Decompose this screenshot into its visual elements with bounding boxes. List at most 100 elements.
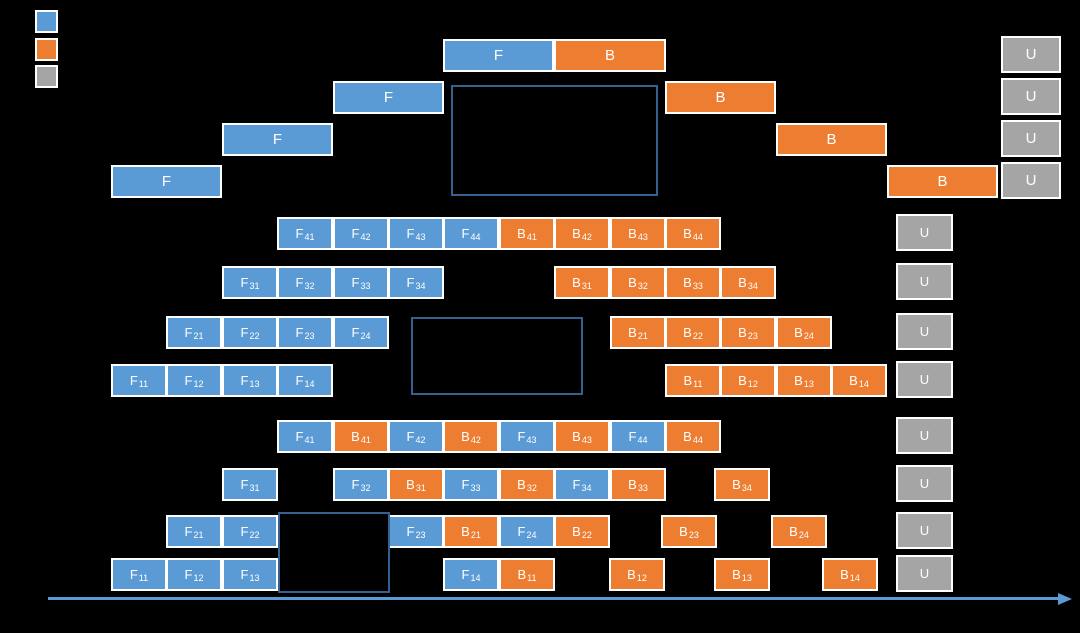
block-f-forward: F (222, 123, 333, 156)
block-label-subscript: 41 (526, 232, 537, 242)
block-label-subscript: 42 (415, 435, 426, 445)
block-label: F (517, 429, 526, 444)
block-label: B (628, 226, 637, 241)
block-f-forward: F (111, 165, 222, 198)
block-label: B (351, 429, 360, 444)
block-label-subscript: 24 (526, 530, 537, 540)
block-label-subscript: 24 (360, 331, 371, 341)
block-label: B (794, 373, 803, 388)
block-label-subscript: 42 (470, 435, 481, 445)
block-label-subscript: 34 (581, 483, 592, 493)
block-label-subscript: 23 (415, 530, 426, 540)
block-label-subscript: 43 (415, 232, 426, 242)
block-label: F (351, 477, 360, 492)
block-label: U (919, 372, 930, 387)
block-label: B (732, 477, 741, 492)
block-label-subscript: 44 (637, 435, 648, 445)
block-label-subscript: 24 (803, 331, 814, 341)
block-label: F (493, 47, 504, 64)
block-label: F (184, 373, 193, 388)
block-label-subscript: 12 (193, 573, 204, 583)
block-label: F (406, 275, 415, 290)
block-label-subscript: 44 (470, 232, 481, 242)
block-label: B (572, 275, 581, 290)
block-label-subscript: 11 (138, 379, 149, 389)
block-label: B (715, 89, 726, 106)
block-label: U (919, 476, 930, 491)
block-b-backward: B (554, 39, 666, 72)
middle-bubble-box (411, 317, 583, 395)
block-label-subscript: 41 (304, 232, 315, 242)
block-label: F (351, 325, 360, 340)
block-label: U (919, 523, 930, 538)
block-label: B (732, 567, 741, 582)
block-label-subscript: 43 (581, 435, 592, 445)
block-b-backward: B (665, 81, 776, 114)
block-label-subscript: 22 (249, 530, 260, 540)
block-label-subscript: 21 (470, 530, 481, 540)
block-label: B (572, 226, 581, 241)
block-label-subscript: 14 (470, 573, 481, 583)
block-label: U (919, 274, 930, 289)
block-label: F (184, 567, 193, 582)
block-label: B (849, 373, 858, 388)
block-label: B (627, 567, 636, 582)
block-label-subscript: 32 (526, 483, 537, 493)
block-label: B (794, 325, 803, 340)
block-label-subscript: 42 (360, 232, 371, 242)
block-label-subscript: 12 (636, 573, 647, 583)
block-f-forward: F (443, 39, 554, 72)
block-label-subscript: 11 (138, 573, 149, 583)
block-label: F (572, 477, 581, 492)
block-label: F (272, 131, 283, 148)
block-label: B (937, 173, 948, 190)
block-u-update: U (896, 417, 953, 454)
block-label-subscript: 14 (858, 379, 869, 389)
block-label: F (295, 373, 304, 388)
block-label: F (295, 325, 304, 340)
block-label: F (406, 524, 415, 539)
block-label: F (129, 567, 138, 582)
block-label: U (1025, 172, 1037, 189)
block-label: B (628, 325, 637, 340)
block-label-subscript: 22 (249, 331, 260, 341)
block-label: B (789, 524, 798, 539)
block-label-subscript: 43 (637, 232, 648, 242)
block-label: B (517, 477, 526, 492)
block-label-subscript: 44 (692, 435, 703, 445)
block-label: B (738, 275, 747, 290)
legend-update-swatch (35, 65, 58, 88)
block-u-update: U (896, 214, 953, 251)
block-u-update: U (896, 465, 953, 502)
